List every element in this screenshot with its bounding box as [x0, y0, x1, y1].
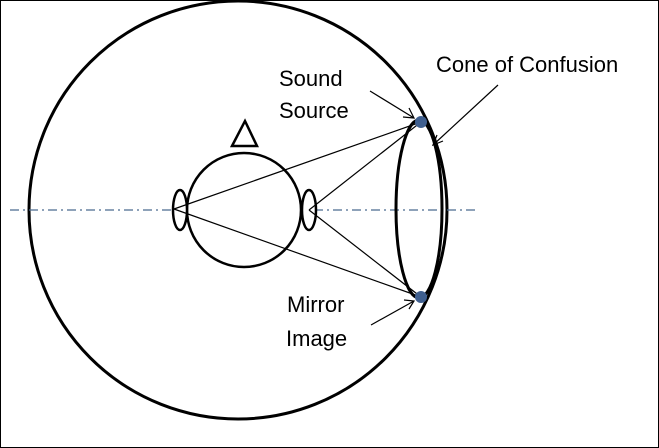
ray-left-ear-to-mirror: [173, 208, 422, 298]
cone-ellipse: [394, 118, 444, 300]
mirror-image-label-line2: Image: [286, 326, 347, 351]
sound-source-arrow: [369, 90, 416, 119]
nose: [229, 118, 259, 148]
ray-right-ear-to-mirror: [308, 209, 422, 298]
mirror-image-arrow: [370, 299, 416, 326]
cone-of-confusion-label: Cone of Confusion: [436, 52, 618, 77]
sound-source-dot: [415, 116, 427, 128]
mirror-image-dot: [415, 291, 427, 303]
ray-left-ear-to-source: [173, 121, 422, 210]
cone-of-confusion-arrow: [431, 84, 499, 147]
ray-right-ear-to-source: [308, 121, 422, 211]
mirror-image-label-line1: Mirror: [287, 292, 344, 317]
sound-source-label-line1: Sound: [279, 66, 343, 91]
left-ear: [171, 188, 189, 232]
sound-source-label-line2: Source: [279, 98, 349, 123]
